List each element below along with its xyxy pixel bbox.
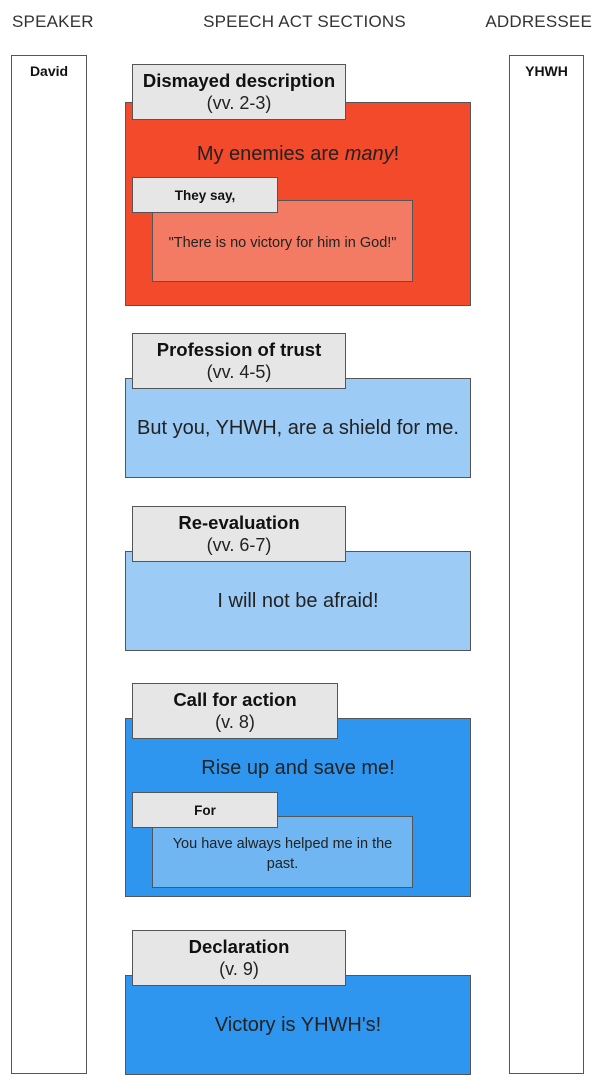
speaker-column-header: SPEAKER [12, 12, 94, 31]
dismayed-description-tag: Dismayed description (vv. 2-3) [132, 64, 346, 120]
declaration-tag: Declaration (v. 9) [132, 930, 346, 986]
quote-box: "There is no victory for him in God!" [152, 200, 413, 282]
quote-text: "There is no victory for him in God!" [168, 235, 397, 251]
section-title: Declaration [188, 936, 290, 957]
section-title: Call for action [173, 689, 297, 710]
section-verses: (vv. 6-7) [206, 535, 272, 555]
section-title: Profession of trust [156, 339, 322, 360]
speaker-lane: David [11, 55, 87, 1074]
speaker-label: David [29, 63, 69, 79]
declaration-box: Victory is YHWH's! [125, 975, 471, 1075]
addressee-label: YHWH [525, 63, 568, 79]
section-verses: (vv. 2-3) [206, 93, 272, 113]
they-say-label: They say, [132, 177, 278, 213]
for-label: For [132, 792, 278, 828]
addressee-lane: YHWH [509, 55, 584, 1074]
reason-text: You have always helped me in the past. [172, 836, 393, 872]
addressee-column-header: ADDRESSEE [485, 12, 592, 31]
section-verses: (v. 8) [215, 712, 255, 732]
call-for-action-tag: Call for action (v. 8) [132, 683, 338, 739]
section-verses: (vv. 4-5) [206, 362, 272, 382]
section-text: Rise up and save me! [201, 757, 395, 779]
section-title: Re-evaluation [178, 512, 300, 533]
section-text: But you, YHWH, are a shield for me. [137, 417, 459, 439]
reason-box: You have always helped me in the past. [152, 816, 413, 888]
profession-of-trust-tag: Profession of trust (vv. 4-5) [132, 333, 346, 389]
re-evaluation-box: I will not be afraid! [125, 551, 471, 651]
re-evaluation-tag: Re-evaluation (vv. 6-7) [132, 506, 346, 562]
section-text: Victory is YHWH's! [214, 1014, 382, 1036]
section-text: I will not be afraid! [217, 590, 379, 612]
section-title: Dismayed description [142, 70, 336, 91]
speech-act-sections-header: SPEECH ACT SECTIONS [203, 12, 406, 31]
section-verses: (v. 9) [219, 959, 259, 979]
profession-of-trust-box: But you, YHWH, are a shield for me. [125, 378, 471, 478]
section-text: My enemies are many! [196, 143, 400, 165]
